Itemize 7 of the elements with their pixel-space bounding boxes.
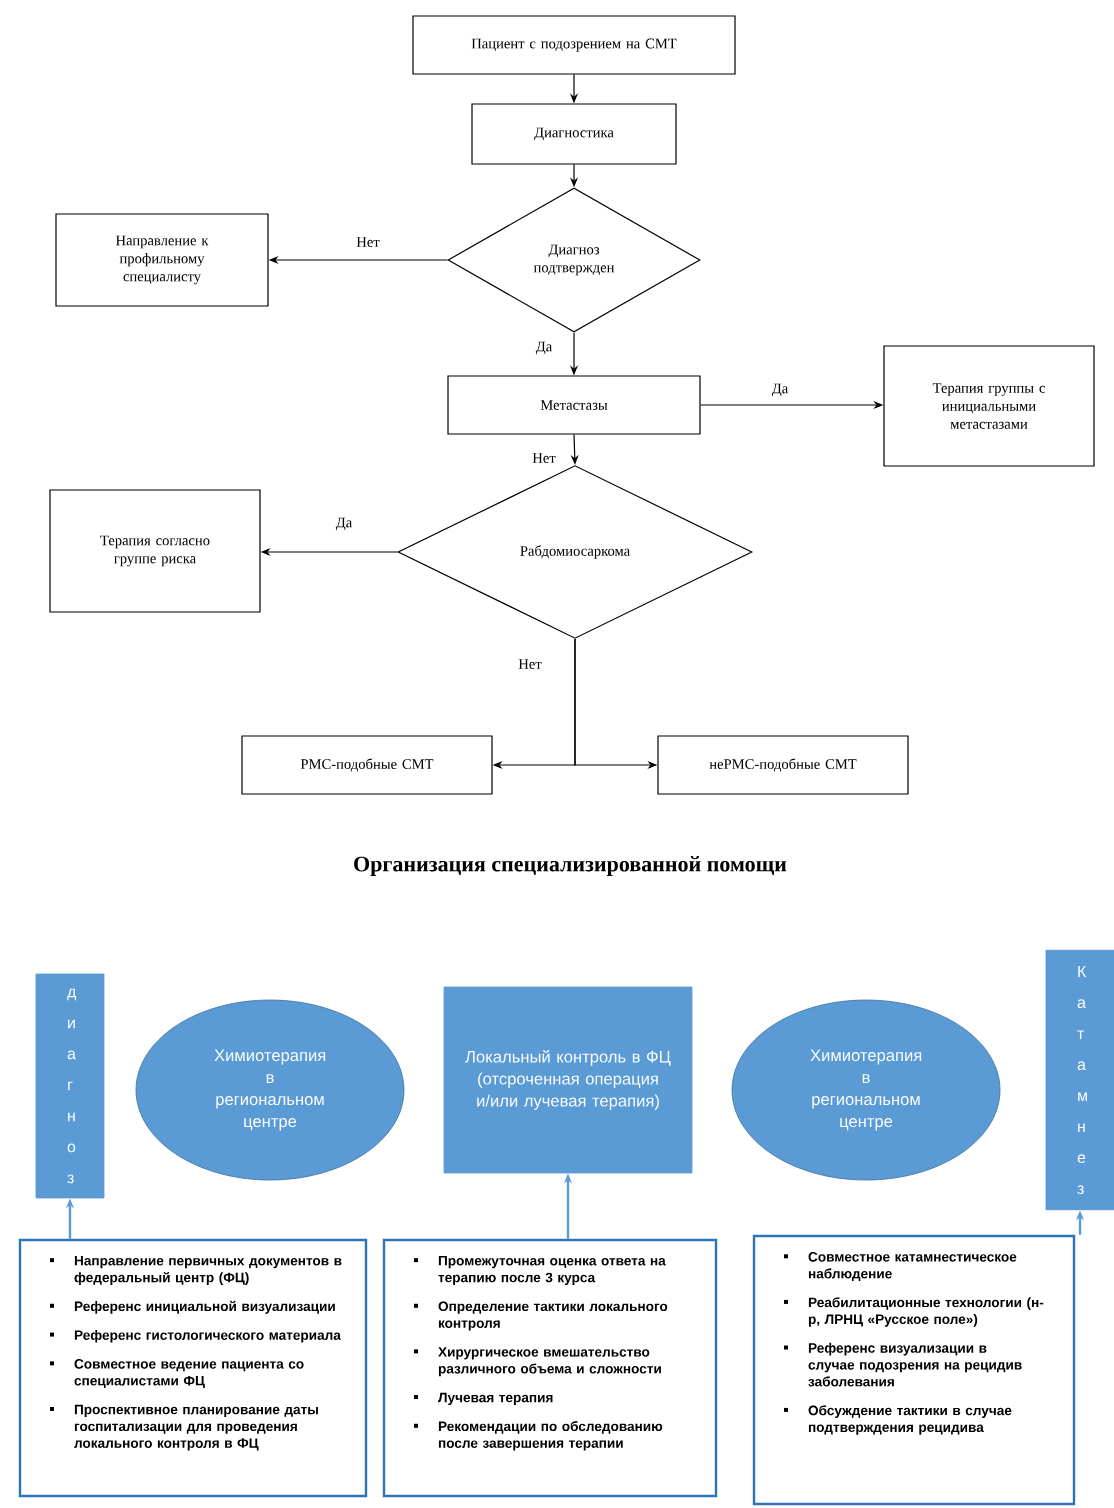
section-heading: Организация специализированной помощи bbox=[354, 856, 787, 876]
task-list-box bbox=[382, 1238, 718, 1498]
stage-bar: диагноз bbox=[35, 973, 105, 1199]
task-list-box bbox=[18, 1238, 368, 1498]
task-list-box bbox=[752, 1234, 1076, 1506]
stage-bar: Катамнез bbox=[1045, 949, 1114, 1211]
stage-box: Локальный контроль в ФЦ (отсроченная операция и/или лучевая терапия) bbox=[443, 986, 693, 1174]
